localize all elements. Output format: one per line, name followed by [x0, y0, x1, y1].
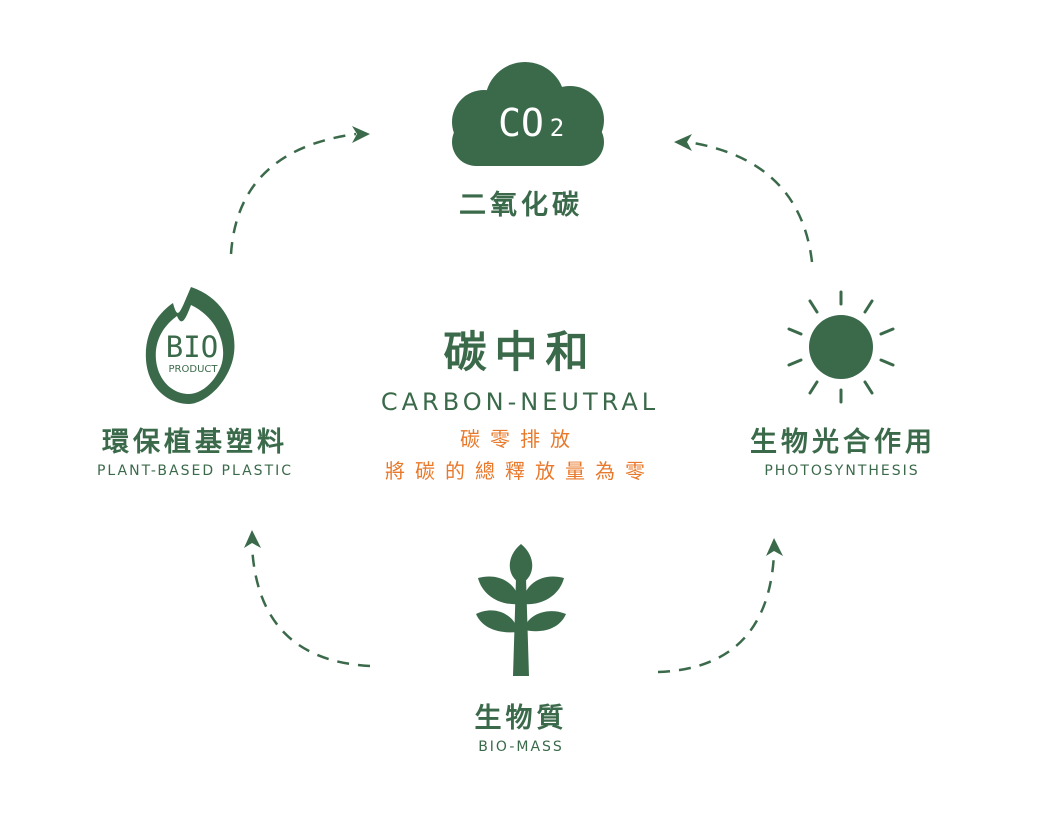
arrow-photosynthesis-to-co2: [674, 134, 814, 263]
arrow-biomass-to-bioplastic: [244, 530, 371, 668]
co2-label: 二氧化碳: [459, 190, 583, 221]
arrowhead-icon: [352, 126, 370, 143]
center-title: 碳中和: [443, 328, 597, 378]
arrowhead-icon: [244, 530, 261, 548]
sun-icon: [787, 290, 895, 404]
co2-main-text: CO: [498, 101, 544, 145]
arrowhead-icon: [766, 538, 783, 556]
arrow-biomass-to-photosynthesis: [657, 538, 783, 674]
co2-sub-text: 2: [550, 114, 564, 142]
arrow-bioplastic-to-co2: [229, 126, 370, 255]
photosynthesis-label: 生物光合作用: [750, 427, 936, 458]
biomass-label: 生物質: [474, 703, 568, 734]
leaf-badge-icon: BIO PRODUCT: [145, 287, 235, 404]
arrowhead-icon: [674, 134, 692, 151]
center-line-1: 碳零排放: [460, 427, 580, 451]
bioplastic-label-en: PLANT-BASED PLASTIC: [96, 463, 294, 479]
bioplastic-label: 環保植基塑料: [102, 427, 288, 458]
sprout-icon: [476, 544, 566, 676]
cloud-icon: CO 2: [452, 62, 604, 166]
center-line-2: 將碳的總釋放量為零: [385, 459, 655, 483]
bio-badge-text: BIO: [166, 330, 218, 364]
biomass-label-en: BIO-MASS: [478, 739, 564, 755]
product-badge-text: PRODUCT: [169, 364, 219, 375]
center-subtitle: CARBON-NEUTRAL: [380, 388, 660, 416]
photosynthesis-label-en: PHOTOSYNTHESIS: [764, 463, 920, 479]
